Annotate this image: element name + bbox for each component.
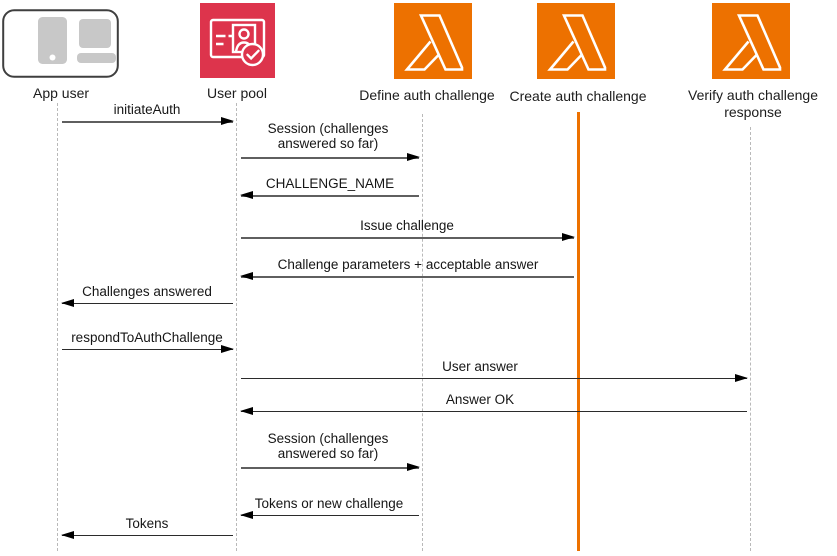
lifeline-define-auth-challenge bbox=[422, 114, 423, 551]
arrowhead-icon bbox=[562, 233, 575, 241]
arrowhead-icon bbox=[735, 374, 748, 382]
arrowhead-icon bbox=[221, 345, 234, 353]
lifeline-user-pool bbox=[236, 103, 237, 551]
arrow-line bbox=[241, 157, 419, 159]
arrowhead-icon bbox=[240, 511, 253, 519]
message-label-challenges-answered: Challenges answered bbox=[82, 284, 212, 299]
arrowhead-icon bbox=[61, 299, 74, 307]
lifeline-verify-auth-challenge bbox=[750, 127, 751, 551]
message-label-tokens: Tokens bbox=[125, 516, 169, 531]
message-label-issue-challenge: Issue challenge bbox=[360, 218, 454, 233]
arrow-line bbox=[62, 303, 233, 304]
arrow-line bbox=[241, 195, 419, 197]
message-label-respond-to-auth-challenge: respondToAuthChallenge bbox=[71, 330, 223, 345]
actor-icon-app-user bbox=[2, 9, 119, 78]
arrowhead-icon bbox=[240, 272, 253, 280]
message-label-answer-ok: Answer OK bbox=[445, 392, 515, 407]
message-label-user-answer: User answer bbox=[442, 359, 518, 374]
arrow-line bbox=[241, 515, 419, 516]
devices-icon bbox=[2, 9, 119, 78]
actor-label-app-user: App user bbox=[32, 85, 90, 101]
arrow-line bbox=[241, 411, 747, 412]
message-label-challenge-parameters: Challenge parameters + acceptable answer bbox=[277, 257, 539, 272]
actor-icon-create-auth-challenge bbox=[537, 3, 615, 79]
lambda-icon bbox=[394, 3, 472, 79]
arrow-line bbox=[62, 121, 233, 123]
message-label-challenge-name: CHALLENGE_NAME bbox=[265, 176, 395, 191]
lambda-icon bbox=[537, 3, 615, 79]
lambda-icon bbox=[712, 3, 790, 79]
arrow-line bbox=[241, 378, 747, 379]
arrowhead-icon bbox=[240, 191, 253, 199]
actor-label-define-auth-challenge: Define auth challenge bbox=[359, 87, 495, 103]
arrowhead-icon bbox=[407, 153, 420, 161]
message-label-initiate-auth: initiateAuth bbox=[113, 102, 181, 117]
actor-label-user-pool: User pool bbox=[207, 85, 267, 101]
lifeline-app-user bbox=[57, 103, 58, 551]
actor-label-create-auth-challenge: Create auth challenge bbox=[509, 88, 647, 104]
arrowhead-icon bbox=[221, 117, 234, 125]
arrow-line bbox=[241, 276, 574, 278]
arrow-line bbox=[241, 237, 574, 239]
actor-icon-verify-auth-challenge bbox=[712, 3, 790, 79]
actor-icon-define-auth-challenge bbox=[393, 3, 473, 79]
arrow-line bbox=[241, 467, 419, 469]
lifeline-create-auth-challenge bbox=[577, 112, 580, 551]
arrow-line bbox=[62, 349, 233, 350]
arrowhead-icon bbox=[407, 463, 420, 471]
actor-icon-user-pool bbox=[200, 3, 275, 78]
arrow-line bbox=[62, 535, 233, 536]
arrowhead-icon bbox=[240, 407, 253, 415]
message-label-tokens-or-new-challenge: Tokens or new challenge bbox=[254, 496, 404, 511]
arrowhead-icon bbox=[61, 531, 74, 539]
user-pool-icon bbox=[200, 3, 275, 78]
